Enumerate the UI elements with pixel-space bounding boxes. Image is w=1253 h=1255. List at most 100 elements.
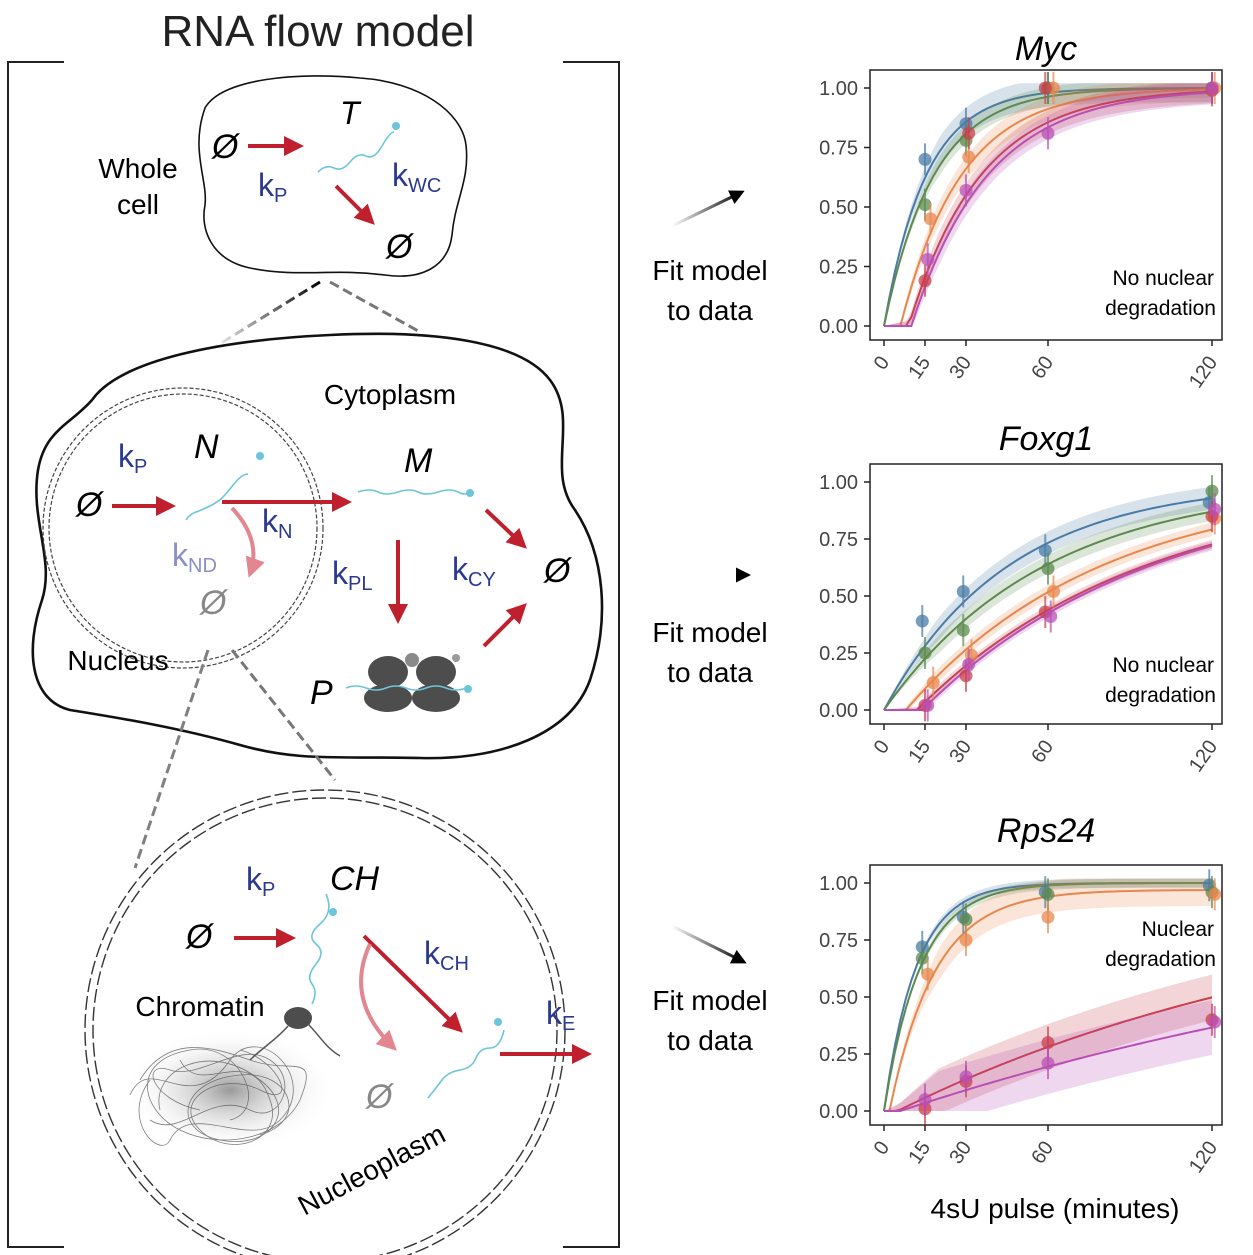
- whole-cell-outline: [198, 75, 468, 277]
- zoom-line-right-2: [230, 649, 337, 781]
- rna-M: [357, 489, 469, 495]
- data-point-purple: [1205, 81, 1219, 95]
- data-point-purple: [962, 657, 976, 671]
- data-point-orange: [1046, 584, 1060, 598]
- data-point-orange: [921, 967, 935, 981]
- rna-cap-nucleoplasm: [494, 1018, 502, 1026]
- y-tick-label: 0.50: [819, 197, 858, 219]
- nuclear-degradation-arrow: [230, 506, 265, 578]
- y-tick-label: 0.00: [819, 1101, 858, 1123]
- confidence-band-blue: [884, 486, 1212, 710]
- x-tick-label: 30: [945, 736, 976, 767]
- fit-label-2b: to data: [667, 657, 753, 688]
- whole-cell-label-2: cell: [117, 189, 159, 220]
- data-point-orange: [926, 676, 940, 690]
- whole-cell-label-1: Whole: [98, 153, 177, 184]
- empty-set-nuclear: Ø: [199, 584, 229, 622]
- y-tick-label: 0.00: [819, 700, 858, 722]
- rna-P: [345, 685, 467, 691]
- fit-label-3b: to data: [667, 1025, 753, 1056]
- annotation-line-2: degradation: [1105, 948, 1216, 971]
- plot-frame: [869, 864, 1223, 1126]
- kP-cell: kP: [118, 438, 147, 478]
- data-point-blue: [915, 614, 929, 628]
- annotation-line-2: degradation: [1105, 684, 1216, 707]
- data-point-purple: [921, 698, 935, 712]
- kND: kND: [172, 537, 217, 577]
- plot-frame: [869, 69, 1223, 341]
- rna-T: [317, 131, 395, 173]
- data-point-purple: [1208, 1015, 1222, 1029]
- y-tick-label: 1.00: [819, 472, 858, 494]
- x-tick-label: 120: [1185, 1137, 1222, 1177]
- y-tick-label: 1.00: [819, 78, 858, 100]
- x-tick-label: 0: [870, 1137, 894, 1159]
- data-point-purple: [1208, 502, 1222, 516]
- chart-title: Rps24: [997, 812, 1095, 850]
- nucleus-inner: [48, 393, 318, 663]
- y-tick-label: 0.75: [819, 930, 858, 952]
- nucleus-zoom-inner: [92, 797, 558, 1255]
- rna-cap-CH: [329, 908, 337, 916]
- x-tick-label: 60: [1027, 736, 1058, 767]
- cytoplasmic-degradation-arrow: [484, 508, 527, 549]
- chromatin-release-arrow: [362, 934, 463, 1033]
- x-tick-label: 120: [1185, 352, 1222, 392]
- species-N: N: [194, 428, 219, 466]
- fit-arrow-1: [671, 190, 745, 228]
- left-bracket: [7, 61, 64, 1248]
- data-point-purple: [921, 252, 935, 266]
- fit-label-1a: Fit model: [652, 255, 767, 286]
- empty-set-source: Ø: [211, 128, 241, 166]
- degradation-arrow-whole: [334, 184, 375, 225]
- data-point-green: [1041, 562, 1055, 576]
- confidence-band-green: [884, 502, 1212, 710]
- chromatin-tangle-icon: [125, 1007, 341, 1152]
- data-point-green: [915, 951, 929, 965]
- annotation-line-2: degradation: [1105, 297, 1216, 320]
- x-tick-label: 30: [945, 1137, 976, 1168]
- empty-set-sink: Ø: [385, 228, 415, 266]
- species-M: M: [404, 442, 433, 480]
- data-point-red: [1041, 1036, 1055, 1050]
- species-T: T: [340, 95, 362, 131]
- data-point-green: [918, 646, 932, 660]
- y-tick-label: 0.50: [819, 987, 858, 1009]
- data-point-orange: [1041, 910, 1055, 924]
- annotation-line-1: No nuclear: [1112, 654, 1214, 677]
- data-point-purple: [959, 1070, 973, 1084]
- species-CH: CH: [330, 860, 380, 898]
- zoom-line-left-2: [133, 649, 210, 869]
- data-point-blue: [956, 584, 970, 598]
- y-tick-label: 0.25: [819, 257, 858, 279]
- confidence-band-orange: [884, 522, 1212, 710]
- fit-label-3a: Fit model: [652, 985, 767, 1016]
- x-tick-label: 60: [1027, 1137, 1058, 1168]
- y-tick-label: 0.25: [819, 643, 858, 665]
- x-tick-label: 120: [1185, 736, 1222, 776]
- fit-curve-orange: [884, 88, 1213, 327]
- x-tick-label: 0: [870, 736, 894, 758]
- kWC: kWC: [392, 157, 441, 197]
- data-point-red: [962, 126, 976, 140]
- kN: kN: [262, 503, 292, 543]
- nucleus-label: Nucleus: [67, 645, 168, 676]
- x-tick-label: 15: [904, 1137, 935, 1168]
- data-point-red: [918, 274, 932, 288]
- zoom-line-left: [209, 280, 321, 352]
- data-point-green: [956, 623, 970, 637]
- chromatin-label: Chromatin: [135, 991, 264, 1022]
- y-tick-label: 0.25: [819, 1044, 858, 1066]
- kCH: kCH: [424, 935, 469, 975]
- kP-nucleus: kP: [246, 861, 275, 901]
- data-point-orange: [962, 150, 976, 164]
- fit-label-1b: to data: [667, 295, 753, 326]
- kCY: kCY: [452, 551, 496, 591]
- data-point-blue: [1038, 543, 1052, 557]
- fit-arrow-3: [671, 924, 747, 964]
- annotation-line-1: Nuclear: [1142, 918, 1214, 941]
- data-point-orange: [1208, 887, 1222, 901]
- x-axis-label: 4sU pulse (minutes): [931, 1193, 1180, 1224]
